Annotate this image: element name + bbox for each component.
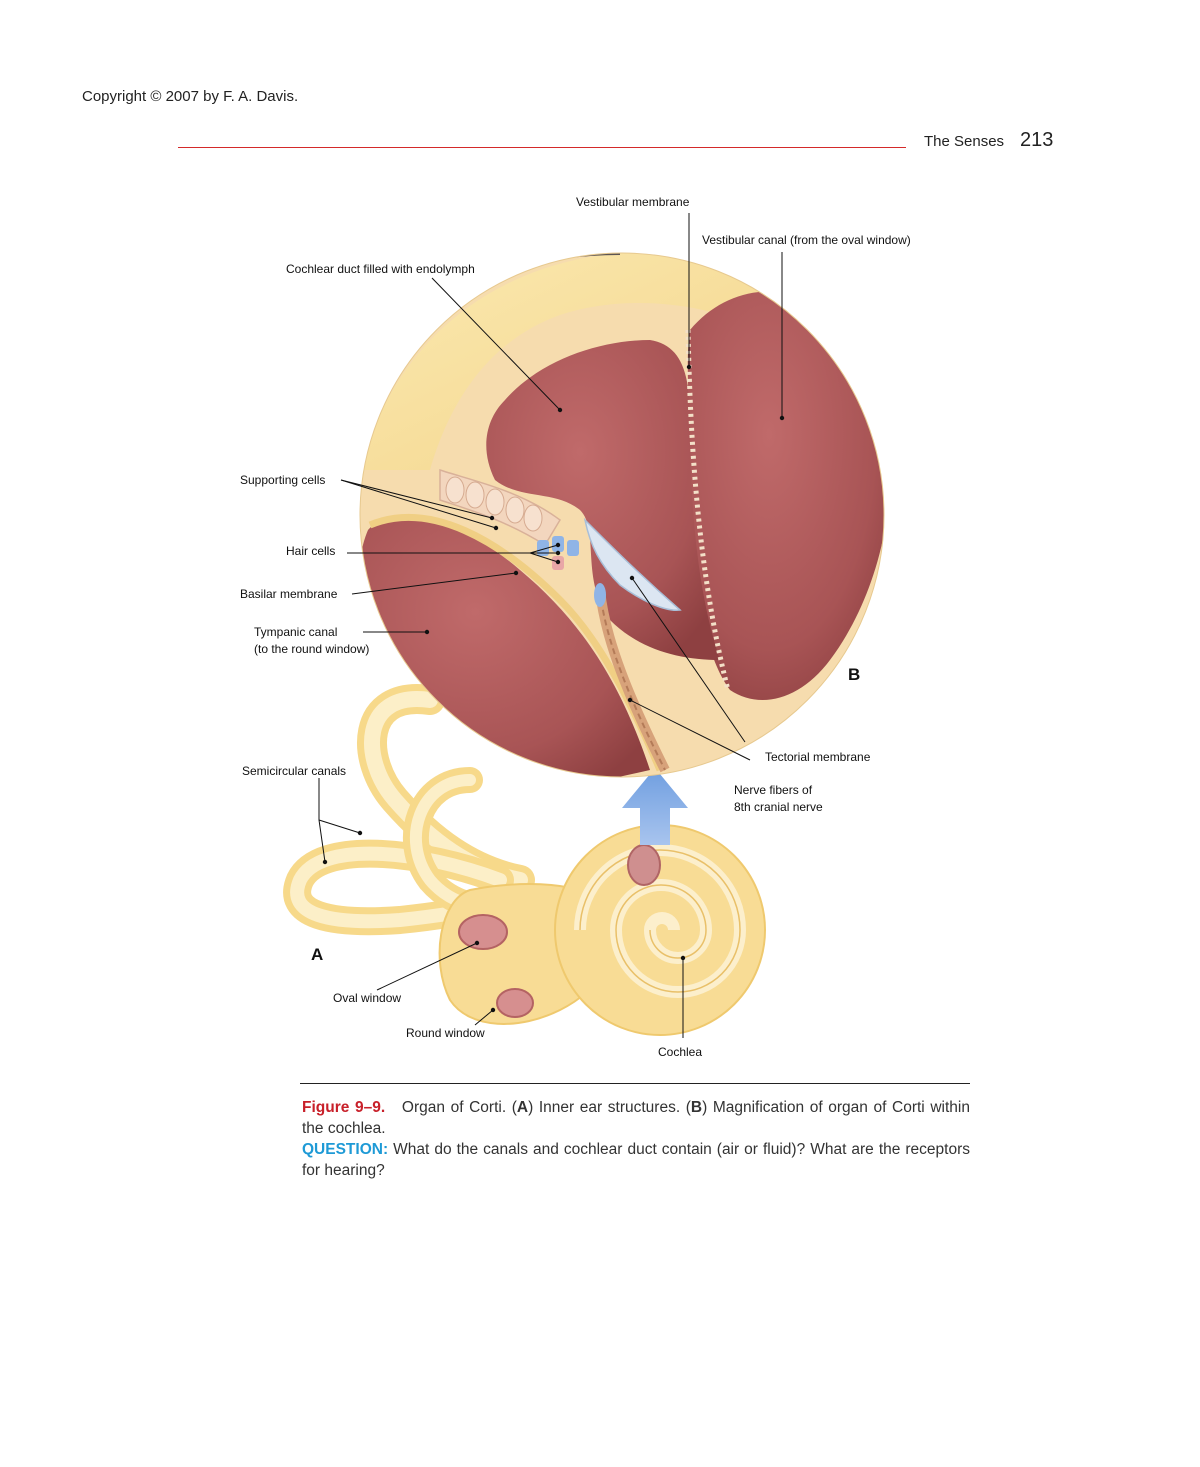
cochlea-spiral	[554, 824, 766, 1036]
label-vestibular-canal: Vestibular canal (from the oval window)	[702, 233, 911, 247]
panel-letter-b: B	[848, 665, 860, 684]
label-vestibular-membrane: Vestibular membrane	[576, 195, 690, 209]
label-nerve-fibers: Nerve fibers of	[734, 783, 813, 797]
caption-text-2: ) Inner ear structures. (	[528, 1099, 691, 1116]
organ-of-corti-figure: Vestibular membrane Vestibular canal (fr…	[240, 195, 911, 1059]
copyright-notice: Copyright © 2007 by F. A. Davis.	[82, 88, 299, 105]
caption-b: B	[690, 1099, 703, 1116]
supporting-cells-cluster	[439, 468, 561, 547]
caption-figure-label: Figure 9–9.	[302, 1099, 386, 1116]
label-leader-dots	[322, 364, 785, 1013]
label-cochlear-duct: Cochlear duct filled with endolymph	[286, 262, 475, 276]
round-window-shape	[496, 988, 534, 1018]
caption-text-3: ) Magnification of organ of Corti within…	[302, 1099, 970, 1137]
page-number: 213	[1020, 129, 1054, 151]
label-hair-cells: Hair cells	[286, 544, 335, 558]
label-tectorial-membrane: Tectorial membrane	[765, 750, 871, 764]
panel-letter-a: A	[311, 945, 323, 964]
label-oval-window: Oval window	[333, 991, 401, 1005]
label-semicircular-canals: Semicircular canals	[242, 764, 346, 778]
vestibular-canal-shape	[687, 291, 884, 700]
caption-text-1: Organ of Corti. (	[401, 1099, 517, 1116]
caption-question-text: What do the canals and cochlear duct con…	[302, 1141, 970, 1179]
caption-a: A	[516, 1099, 529, 1116]
label-cochlea: Cochlea	[658, 1045, 702, 1059]
caption-question-label: QUESTION:	[302, 1141, 389, 1158]
magnification-arrow	[622, 768, 688, 845]
figure-caption: Figure 9–9. Organ of Corti. (A) Inner ea…	[302, 1097, 970, 1181]
tectorial-membrane-shape	[583, 517, 682, 611]
label-nerve-fibers-sub: 8th cranial nerve	[734, 800, 823, 814]
label-tympanic-canal-sub: (to the round window)	[254, 642, 369, 656]
caption-rule	[300, 1083, 970, 1084]
label-leader-lines	[318, 213, 783, 1038]
label-basilar-membrane: Basilar membrane	[240, 587, 338, 601]
oval-window-shape	[458, 914, 508, 950]
running-head: The Senses	[924, 133, 1005, 150]
cochlear-duct-shape	[486, 340, 720, 660]
header-rule	[178, 147, 906, 148]
label-tympanic-canal: Tympanic canal	[254, 625, 337, 639]
label-supporting-cells: Supporting cells	[240, 473, 325, 487]
label-round-window: Round window	[406, 1026, 485, 1040]
